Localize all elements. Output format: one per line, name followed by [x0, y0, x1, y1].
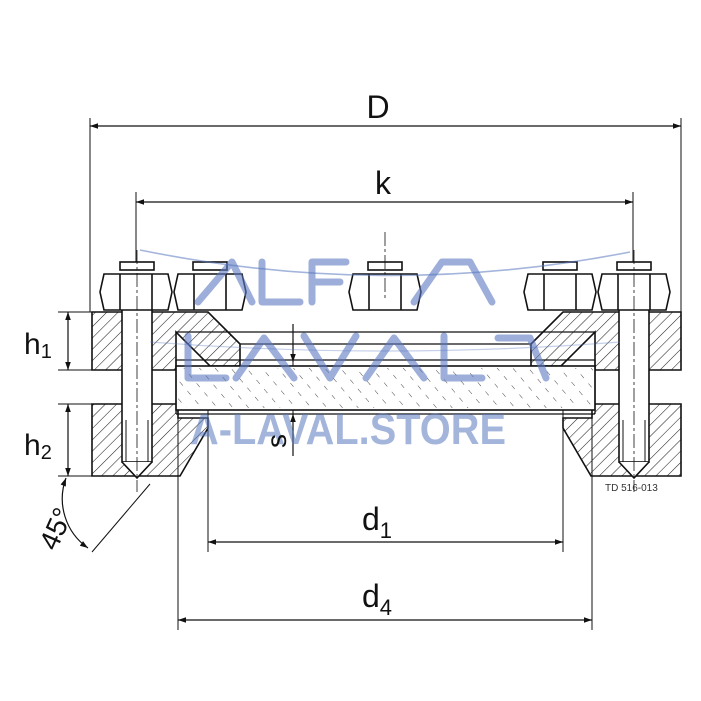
label-s: s	[261, 434, 292, 448]
alfa-laval-logo	[184, 258, 550, 382]
nut-1	[99, 261, 173, 311]
hex-nuts	[99, 261, 671, 311]
center-lines	[136, 232, 635, 492]
watermark: A-LAVAL.STORE	[139, 249, 631, 454]
label-h2: h2	[24, 429, 52, 464]
watermark-text: A-LAVAL.STORE	[190, 405, 506, 454]
flange-bore-lines	[176, 331, 595, 345]
label-d4: d4	[362, 578, 392, 620]
watermark-arc	[139, 249, 631, 277]
dim-angle-arc	[60, 477, 89, 549]
label-45-degrees: 45°	[33, 503, 79, 554]
drawing-reference: TD 516-013	[605, 483, 658, 494]
label-d1: d1	[362, 501, 392, 543]
label-h1: h1	[24, 328, 52, 363]
nut-4	[523, 261, 597, 311]
sight-glass-disc	[175, 359, 596, 415]
label-D: D	[366, 89, 389, 125]
upper-flange	[91, 311, 682, 371]
label-k: k	[375, 165, 392, 201]
